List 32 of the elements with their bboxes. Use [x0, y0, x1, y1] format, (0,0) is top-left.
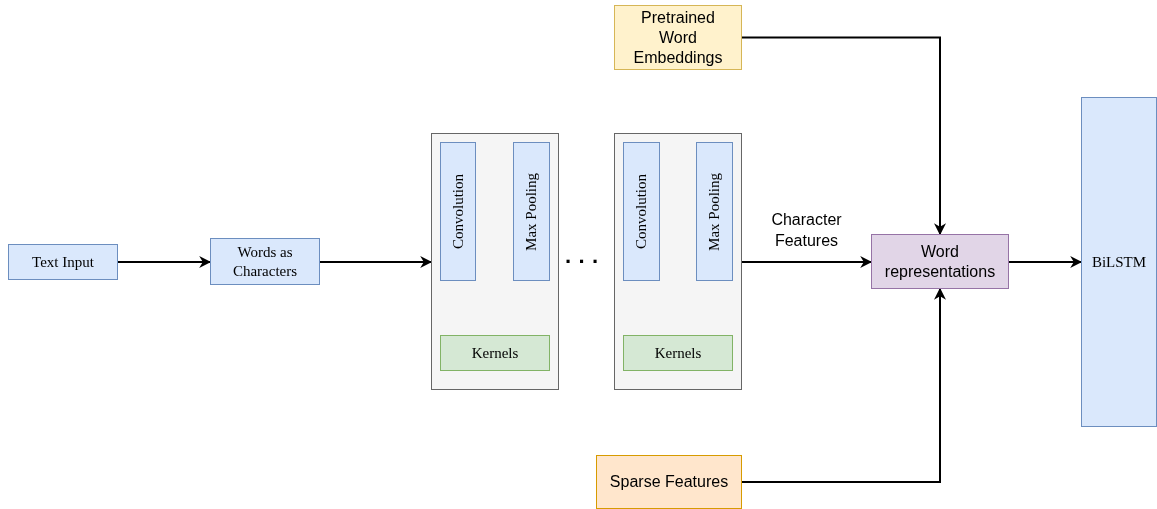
layer-box — [696, 142, 733, 281]
arrow — [741, 287, 946, 483]
cnn-layer-panel — [614, 133, 742, 390]
layer-box — [440, 142, 476, 281]
layer-box — [623, 142, 660, 281]
arrow — [741, 36, 946, 236]
input-box — [8, 244, 118, 280]
bilstm-box — [1081, 97, 1157, 427]
node-label: Pretrained Word Embeddings — [632, 7, 724, 68]
representation-box — [871, 234, 1009, 289]
node-label: Kernels — [654, 343, 702, 363]
arrow — [319, 256, 433, 268]
node-label: Sparse Features — [609, 472, 729, 492]
kernels-box — [440, 335, 550, 371]
node-label: Convolution — [448, 174, 467, 249]
kernels-box — [623, 335, 733, 371]
node-label: BiLSTM — [1091, 252, 1147, 272]
node-label: Max Pooling — [705, 172, 724, 251]
layer-box — [513, 142, 550, 281]
node-label: Kernels — [471, 343, 519, 363]
arrow — [1008, 256, 1083, 268]
embeddings-box — [614, 5, 742, 70]
node-label: Words as Characters — [231, 242, 299, 281]
node-label: Max Pooling — [522, 172, 541, 251]
node-label: Text Input — [32, 252, 94, 272]
arrow — [117, 256, 212, 268]
node-label: Convolution — [632, 174, 651, 249]
cnn-layer-panel — [431, 133, 559, 390]
process-box — [210, 238, 320, 285]
node-label: Word representations — [883, 241, 997, 282]
arrow — [741, 256, 873, 268]
features-box — [596, 455, 742, 509]
